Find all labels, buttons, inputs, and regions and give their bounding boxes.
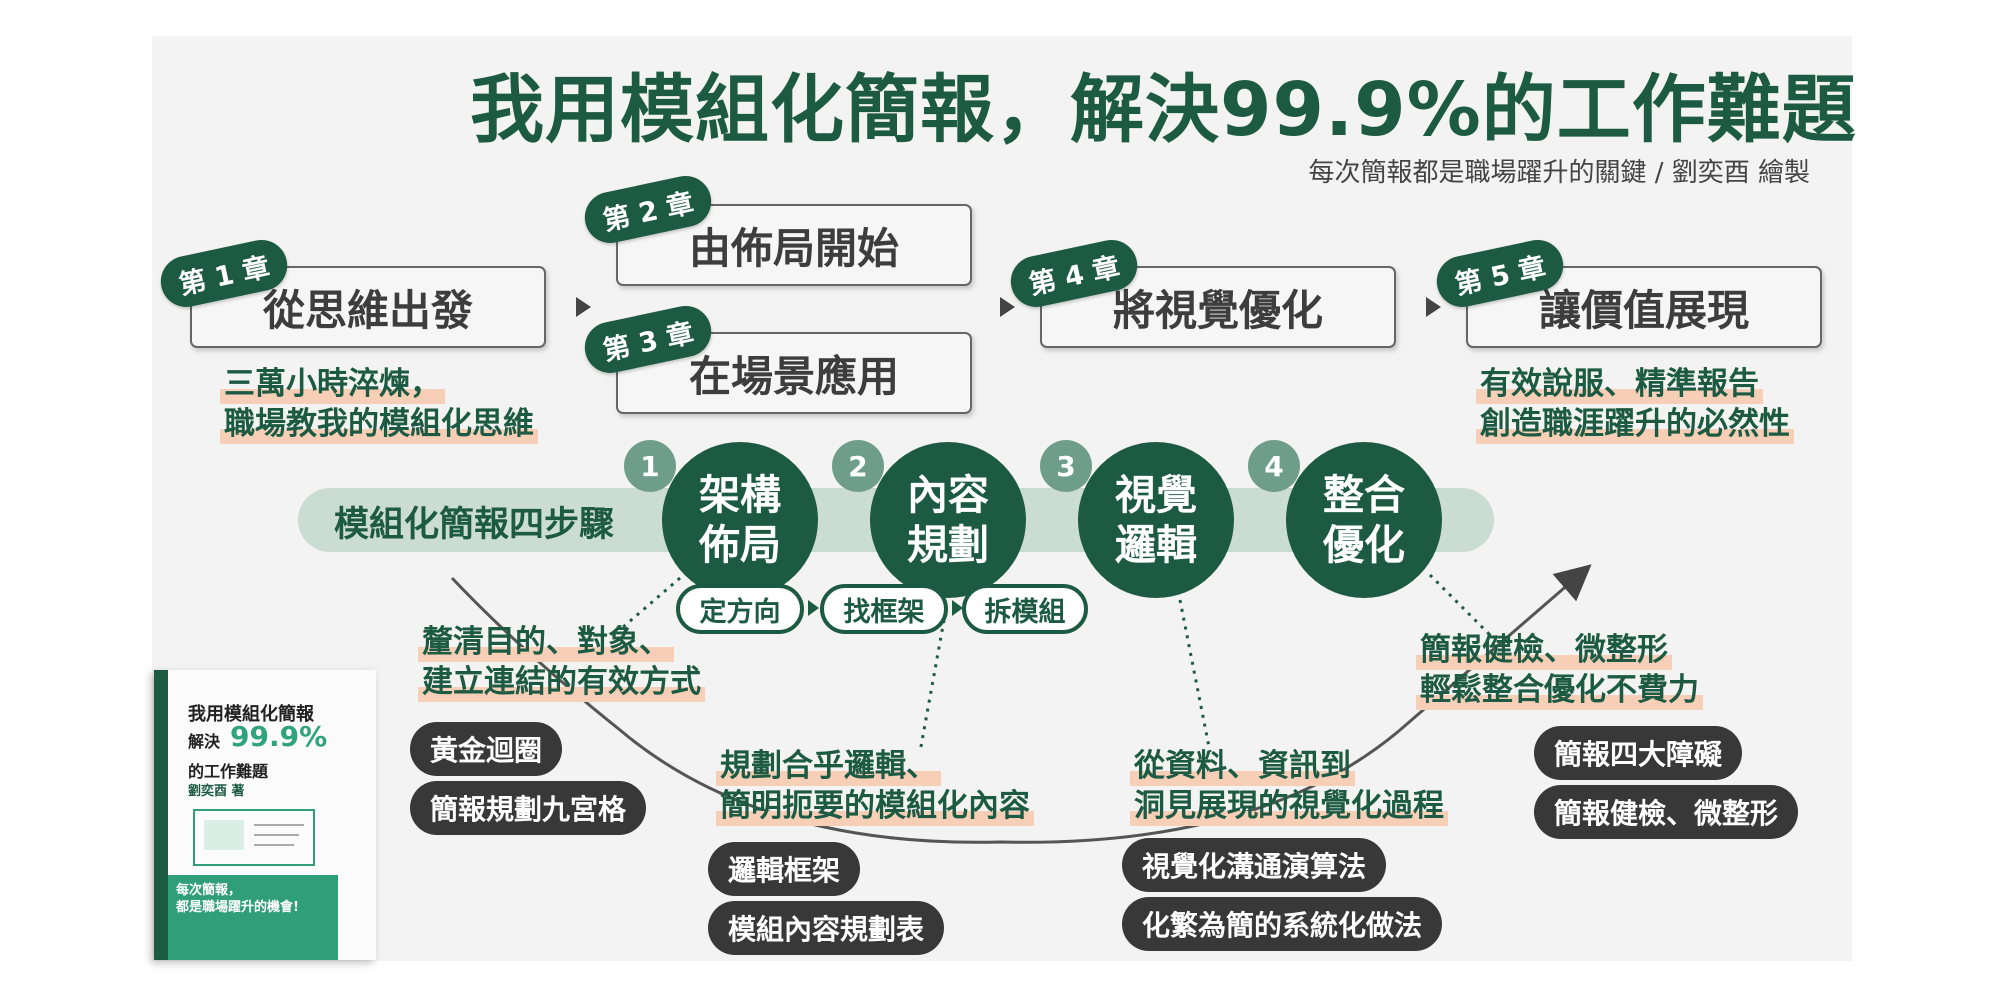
step-1-circle: 架構佈局 bbox=[662, 442, 818, 598]
chapter-1-box: 從思維出發 bbox=[190, 266, 546, 348]
step-2-line2: 規劃 bbox=[907, 521, 989, 569]
chapter-5-label: 讓價值展現 bbox=[1538, 285, 1749, 335]
tag-health-check: 簡報健檢、微整形 bbox=[1534, 785, 1799, 839]
arrow-right-icon bbox=[952, 600, 963, 616]
note-line: 三萬小時淬煉， bbox=[220, 364, 445, 404]
chapter-3-label: 在場景應用 bbox=[688, 351, 899, 401]
step-1-line1: 架構 bbox=[699, 471, 781, 519]
book-illustration bbox=[193, 809, 315, 866]
book-title-line3: 的工作難題 bbox=[188, 762, 269, 781]
chapter-5-note: 有效說服、精準報告 創造職涯躍升的必然性 bbox=[1476, 364, 1794, 444]
arrow-right-icon bbox=[576, 297, 591, 317]
step-1-line2: 佈局 bbox=[699, 521, 781, 569]
step-4-note: 簡報健檢、微整形 輕鬆整合優化不費力 bbox=[1416, 630, 1703, 710]
chapter-4-label: 將視覺優化 bbox=[1112, 285, 1323, 335]
chapter-1-note: 三萬小時淬煉， 職場教我的模組化思維 bbox=[220, 364, 538, 444]
note-line: 洞見展現的視覺化過程 bbox=[1130, 786, 1448, 826]
step-3-note: 從資料、資訊到 洞見展現的視覺化過程 bbox=[1130, 746, 1448, 826]
note-line: 從資料、資訊到 bbox=[1130, 746, 1355, 786]
note-line: 簡報健檢、微整形 bbox=[1416, 630, 1672, 670]
step-3-circle: 視覺邏輯 bbox=[1078, 442, 1234, 598]
note-line: 職場教我的模組化思維 bbox=[220, 404, 538, 444]
step-3-number: 3 bbox=[1040, 440, 1092, 492]
book-title-line1: 我用模組化簡報 bbox=[188, 704, 314, 725]
note-line: 簡明扼要的模組化內容 bbox=[716, 786, 1034, 826]
steps-band-label: 模組化簡報四步驟 bbox=[334, 505, 615, 545]
note-line: 創造職涯躍升的必然性 bbox=[1476, 404, 1794, 444]
chapter-3-box: 在場景應用 bbox=[616, 332, 972, 414]
arrow-right-icon bbox=[808, 600, 819, 616]
pill-split-modules: 拆模組 bbox=[962, 584, 1088, 634]
step-4-line2: 優化 bbox=[1323, 521, 1405, 569]
step-2-circle: 內容規劃 bbox=[870, 442, 1026, 598]
pill-find-framework: 找框架 bbox=[820, 584, 948, 634]
tag-four-obstacles: 簡報四大障礙 bbox=[1534, 726, 1743, 780]
step-1-number: 1 bbox=[624, 440, 676, 492]
book-spine bbox=[154, 670, 168, 960]
step-4-line1: 整合 bbox=[1323, 471, 1405, 519]
book-cover-image: 我用模組化簡報 解決 99.9% 的工作難題 劉奕酉 著 每次簡報， 都是職場躍… bbox=[154, 670, 376, 960]
tag-planning-grid: 簡報規劃九宮格 bbox=[410, 781, 647, 835]
step-4-number: 4 bbox=[1248, 440, 1300, 492]
tag-golden-circle: 黃金迴圈 bbox=[410, 722, 563, 776]
book-title-number: 99.9% bbox=[230, 720, 328, 753]
arrow-right-icon bbox=[1426, 297, 1441, 317]
step-1-note: 釐清目的、對象、 建立連結的有效方式 bbox=[418, 622, 705, 702]
chapter-1-label: 從思維出發 bbox=[262, 285, 473, 335]
tag-visual-algorithm: 視覺化溝通演算法 bbox=[1122, 838, 1387, 892]
tag-logic-framework: 邏輯框架 bbox=[708, 842, 861, 896]
step-3-line2: 邏輯 bbox=[1115, 521, 1197, 569]
chapter-2-label: 由佈局開始 bbox=[688, 223, 899, 273]
step-2-number: 2 bbox=[832, 440, 884, 492]
arrow-right-icon bbox=[1000, 297, 1015, 317]
step-2-note: 規劃合乎邏輯、 簡明扼要的模組化內容 bbox=[716, 746, 1034, 826]
note-line: 輕鬆整合優化不費力 bbox=[1416, 670, 1703, 710]
chapter-5-box: 讓價值展現 bbox=[1466, 266, 1822, 348]
page-title: 我用模組化簡報，解決99.9%的工作難題 bbox=[470, 67, 1857, 153]
book-green-band bbox=[168, 875, 338, 960]
book-title-prefix: 解決 bbox=[188, 732, 221, 751]
note-line: 釐清目的、對象、 bbox=[418, 622, 674, 662]
pill-set-direction: 定方向 bbox=[676, 584, 804, 634]
step-3-line1: 視覺 bbox=[1115, 471, 1197, 519]
tag-module-plan-table: 模組內容規劃表 bbox=[708, 901, 945, 955]
step-2-line1: 內容 bbox=[907, 471, 989, 519]
book-cover-line: 都是職場躍升的機會! bbox=[176, 900, 299, 915]
book-cover-text: 每次簡報， 都是職場躍升的機會! bbox=[176, 882, 299, 916]
book-cover-line: 每次簡報， bbox=[176, 883, 242, 898]
page-subtitle: 每次簡報都是職場躍升的關鍵 / 劉奕酉 繪製 bbox=[1308, 158, 1810, 188]
note-line: 有效說服、精準報告 bbox=[1476, 364, 1763, 404]
step-4-circle: 整合優化 bbox=[1286, 442, 1442, 598]
note-line: 建立連結的有效方式 bbox=[418, 662, 705, 702]
tag-systematic-method: 化繁為簡的系統化做法 bbox=[1122, 897, 1443, 951]
book-author: 劉奕酉 著 bbox=[188, 784, 245, 799]
note-line: 規劃合乎邏輯、 bbox=[716, 746, 941, 786]
